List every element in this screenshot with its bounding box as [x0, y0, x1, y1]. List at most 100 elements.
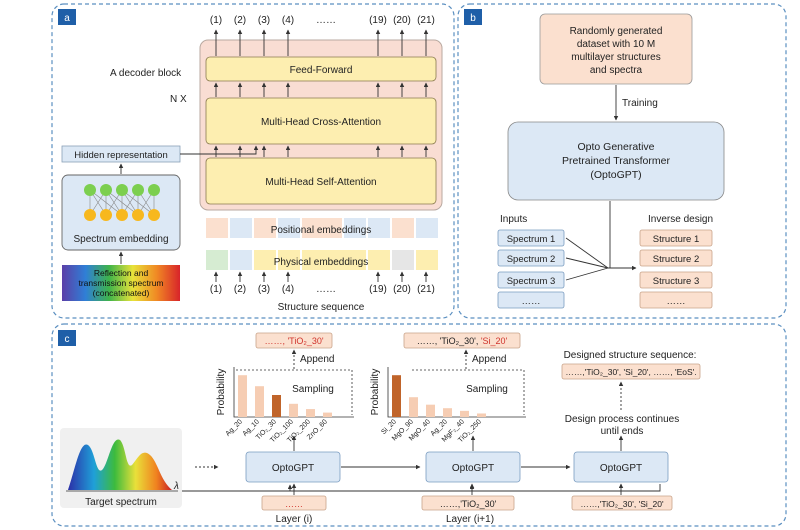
feed-forward-box	[205, 56, 437, 82]
structure-item	[639, 291, 713, 309]
positional-embeddings-label: Positional embeddings	[271, 225, 372, 236]
model-line: (OptoGPT)	[590, 169, 641, 181]
inputs-label: Inputs	[500, 214, 527, 225]
probability-bar	[289, 403, 298, 417]
step1-input-box	[261, 495, 327, 511]
top-token: (3)	[258, 15, 270, 26]
top-token: (21)	[417, 15, 435, 26]
target-spectrum-label: Target spectrum	[85, 497, 157, 508]
self-attention-box	[205, 157, 437, 205]
structure-item-label: Structure 1	[653, 234, 699, 245]
step2-input-box	[421, 495, 515, 511]
cross-attention-label: Multi-Head Cross-Attention	[261, 117, 381, 128]
optogpt-model-box	[507, 121, 725, 201]
panel-c-tag	[58, 330, 76, 346]
decoder-arrows	[213, 29, 429, 157]
step1-input-label: ……	[285, 499, 303, 509]
panel-a-tag	[58, 9, 76, 25]
dataset-box	[539, 13, 693, 85]
reflection-line-2: transmission spectrum	[78, 278, 163, 288]
structure-item	[639, 249, 713, 267]
panel-b-merge-arrows	[565, 201, 637, 281]
bottom-token: (3)	[258, 284, 270, 295]
panel-c-border	[51, 323, 787, 527]
physical-embeddings-label: Physical embeddings	[274, 257, 369, 268]
step2-output-seq-prefix: ……, 'TiO₂_30',	[417, 336, 481, 346]
spectrum-item-label: Spectrum 1	[507, 234, 556, 245]
step3-input-label: ……,'TiO₂_30', 'Si_20'	[580, 499, 664, 509]
bottom-token: (1)	[210, 284, 222, 295]
step2-output-seq-box	[403, 332, 521, 349]
bottom-token: (20)	[393, 284, 411, 295]
probability-bar	[323, 412, 332, 417]
optogpt-step3-label: OptoGPT	[600, 463, 642, 474]
step2-append-label: Append	[472, 354, 506, 365]
step2-ylabel: Probability	[370, 369, 381, 416]
dataset-line: and spectra	[590, 65, 643, 76]
step2-output-seq: ……, 'TiO₂_30', 'Si_20'	[417, 336, 508, 346]
step2-output-seq-highlight: 'Si_20'	[481, 336, 508, 346]
step2-layer-label: Layer (i+1)	[446, 514, 494, 525]
spectrum-item	[497, 291, 565, 309]
probability-bar	[272, 395, 281, 417]
probability-bar	[477, 413, 486, 417]
step2-input-label: ……,'TiO₂_30'	[440, 499, 497, 509]
panel-b-border	[457, 3, 787, 319]
designed-sequence-title: Designed structure sequence:	[564, 350, 697, 361]
step1-layer-label: Layer (i)	[276, 514, 313, 525]
spectrum-feed-line	[182, 484, 661, 492]
top-token: (19)	[369, 15, 387, 26]
bottom-token-row: (1) (2) (3) (4) …… (19) (20) (21)	[210, 284, 435, 295]
panel-a-tag-label: a	[64, 13, 70, 24]
probability-bar	[238, 375, 247, 417]
probability-bar	[426, 404, 435, 417]
bottom-token: (2)	[234, 284, 246, 295]
continue-line-2: until ends	[601, 426, 644, 437]
step1-append-label: Append	[300, 354, 334, 365]
panel-a-border	[51, 3, 455, 319]
hidden-representation-label: Hidden representation	[74, 150, 167, 161]
physical-embedding-strip	[206, 250, 438, 270]
probability-bar	[409, 397, 418, 417]
step1-ylabel: Probability	[216, 369, 227, 416]
step1-sampling-label: Sampling	[292, 384, 334, 395]
top-token: (1)	[210, 15, 222, 26]
optogpt-step2-label: OptoGPT	[452, 463, 494, 474]
continue-line-1: Design process continues	[565, 414, 680, 425]
dataset-line: dataset with 10 M	[577, 39, 655, 50]
optogpt-step1-label: OptoGPT	[272, 463, 314, 474]
step1-output-seq-box	[255, 332, 333, 349]
spectrum-item-label: ……	[522, 296, 541, 307]
feed-forward-label: Feed-Forward	[290, 65, 353, 76]
structure-item-label: Structure 3	[653, 276, 699, 287]
panel-b-tag-label: b	[470, 13, 476, 24]
neural-net-icon	[84, 184, 160, 221]
step2-sampling-bracket	[412, 369, 525, 415]
reflection-line-1: Reflection and	[94, 268, 149, 278]
input-spectra-list: Spectrum 1 Spectrum 2 Spectrum 3 ……	[497, 229, 565, 309]
probability-bar	[392, 375, 401, 417]
reflection-line-3: (concatenated)	[93, 288, 150, 298]
hidden-to-cross-attention-arrow	[180, 145, 259, 155]
bottom-token: (4)	[282, 284, 294, 295]
top-token: (20)	[393, 15, 411, 26]
optogpt-step1-box	[245, 451, 341, 483]
optogpt-step2-box	[425, 451, 521, 483]
dataset-line: multilayer structures	[571, 52, 660, 63]
training-label: Training	[622, 98, 658, 109]
decoder-block-label: A decoder block	[110, 68, 182, 79]
structure-sequence-label: Structure sequence	[278, 302, 365, 313]
target-spectrum-curve	[68, 439, 172, 490]
top-token: (4)	[282, 15, 294, 26]
inverse-design-label: Inverse design	[648, 214, 713, 225]
spectrum-item	[497, 249, 565, 267]
model-line: Opto Generative	[577, 141, 654, 153]
bottom-token: (21)	[417, 284, 435, 295]
structure-item-label: ……	[667, 296, 686, 307]
top-token: (2)	[234, 15, 246, 26]
step1-output-seq: ……, 'TiO₂_30'	[264, 336, 323, 346]
structure-item	[639, 229, 713, 247]
spectrum-item	[497, 271, 565, 289]
